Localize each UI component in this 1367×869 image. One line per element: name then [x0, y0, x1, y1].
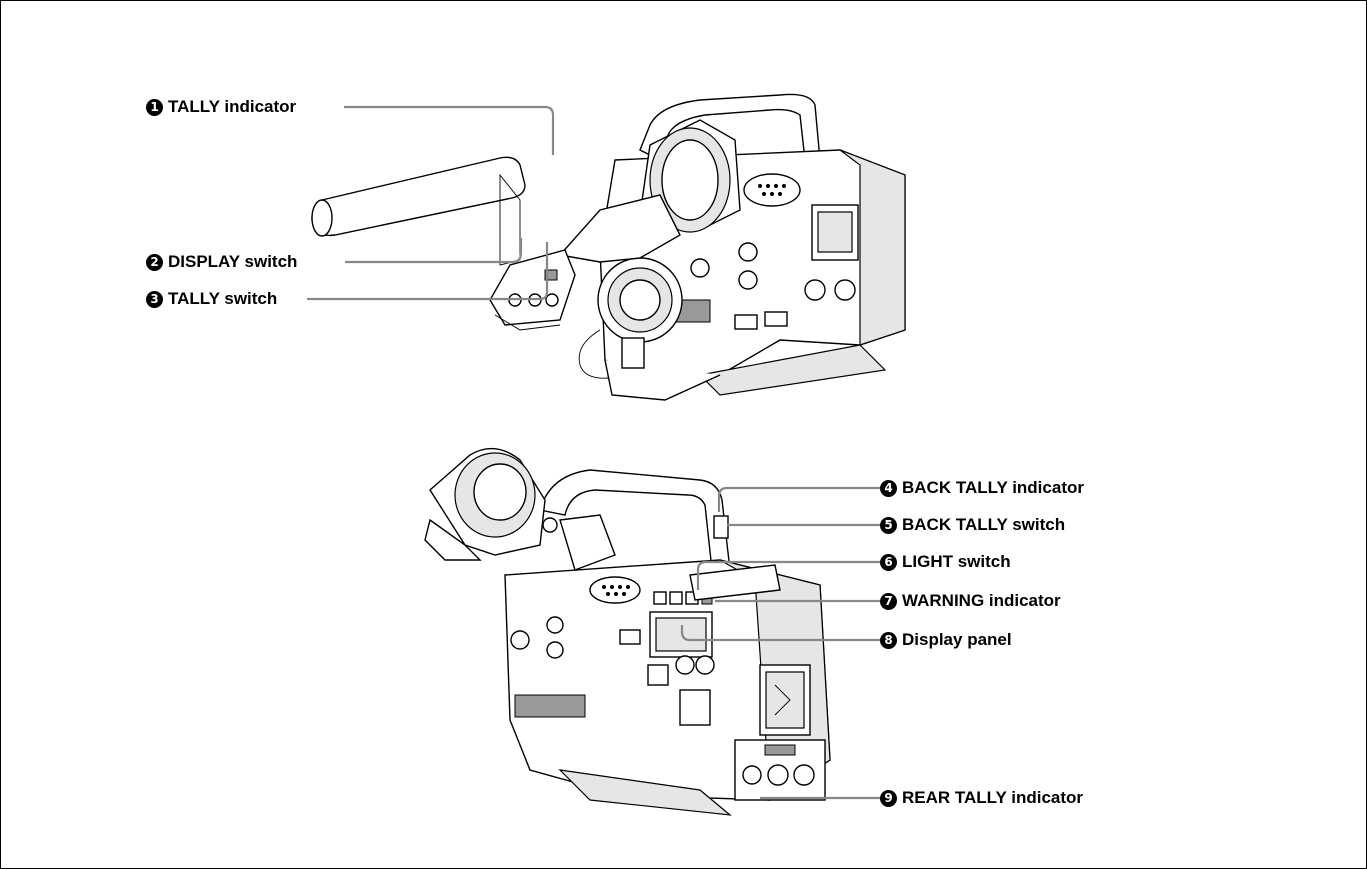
callout-number: 3 — [146, 290, 163, 308]
callout-number: 6 — [880, 553, 897, 571]
leader-lines — [307, 105, 880, 800]
callout-number: 2 — [146, 253, 163, 271]
callout-label: REAR TALLY indicator — [902, 788, 1084, 807]
callout-label: DISPLAY switch — [168, 252, 298, 271]
callout-label: Display panel — [902, 630, 1012, 649]
callout-number: 1 — [146, 98, 163, 116]
callout-number: 9 — [880, 789, 897, 807]
callout-display-switch: 2 DISPLAY switch — [146, 252, 297, 272]
callout-rear-tally-indicator: 9 REAR TALLY indicator — [880, 788, 1083, 808]
callout-label: TALLY switch — [168, 289, 278, 308]
callout-number: 4 — [880, 479, 897, 497]
callout-tally-indicator: 1 TALLY indicator — [146, 97, 296, 117]
callout-back-tally-indicator: 4 BACK TALLY indicator — [880, 478, 1084, 498]
callout-label: WARNING indicator — [902, 591, 1061, 610]
callout-tally-switch: 3 TALLY switch — [146, 289, 277, 309]
callout-label: TALLY indicator — [168, 97, 297, 116]
callout-back-tally-switch: 5 BACK TALLY switch — [880, 515, 1065, 535]
callout-label: BACK TALLY indicator — [902, 478, 1084, 497]
callout-display-panel: 8 Display panel — [880, 630, 1012, 650]
callout-number: 5 — [880, 516, 897, 534]
camera-rear-illustration — [424, 447, 831, 816]
callout-number: 7 — [880, 592, 897, 610]
callout-light-switch: 6 LIGHT switch — [880, 552, 1011, 572]
callout-number: 8 — [880, 631, 897, 649]
callout-label: BACK TALLY switch — [902, 515, 1066, 534]
camera-front-illustration — [311, 93, 906, 401]
callout-label: LIGHT switch — [902, 552, 1011, 571]
callout-warning-indicator: 7 WARNING indicator — [880, 591, 1061, 611]
